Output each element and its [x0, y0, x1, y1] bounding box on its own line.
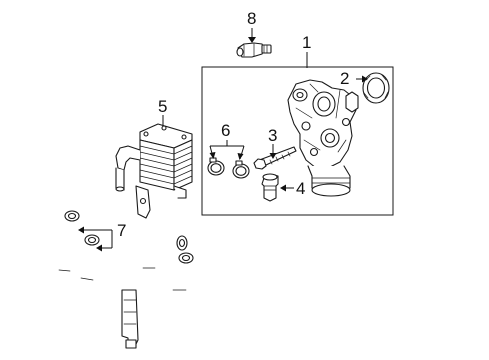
- callout-6-leader: [209, 140, 245, 160]
- callout-7: 7: [117, 221, 126, 240]
- callout-8-arrowhead: [248, 37, 256, 43]
- assembly-frame: [201, 66, 394, 216]
- callout-2: 2: [340, 69, 349, 88]
- callout-8: 8: [247, 9, 256, 28]
- callout-7-arrowhead-top: [78, 226, 84, 234]
- callout-4-arrowhead: [280, 184, 286, 192]
- oil-filter-housing-icon[interactable]: [287, 79, 359, 197]
- o-ring-seal-icon[interactable]: [362, 72, 390, 104]
- callout-7-arrowhead-bottom: [96, 244, 102, 252]
- callout-6-arrowhead-right: [237, 153, 244, 160]
- pressure-switch-icon[interactable]: [236, 42, 272, 58]
- callout-4: 4: [296, 179, 305, 198]
- callout-6: 6: [221, 121, 230, 140]
- sensor-adapter-icon[interactable]: [261, 173, 279, 202]
- callout-6-arrowhead-left: [209, 152, 216, 159]
- cooler-hose-icon[interactable]: [58, 210, 206, 349]
- callout-3: 3: [268, 126, 277, 145]
- callout-1: 1: [302, 33, 311, 52]
- callout-5: 5: [158, 97, 167, 116]
- oil-cooler-icon[interactable]: [115, 123, 193, 219]
- hose-clamp-icon[interactable]: [207, 157, 250, 179]
- bolt-icon[interactable]: [253, 146, 297, 170]
- callout-2-arrowhead: [362, 75, 368, 83]
- callout-3-arrowhead: [269, 153, 277, 159]
